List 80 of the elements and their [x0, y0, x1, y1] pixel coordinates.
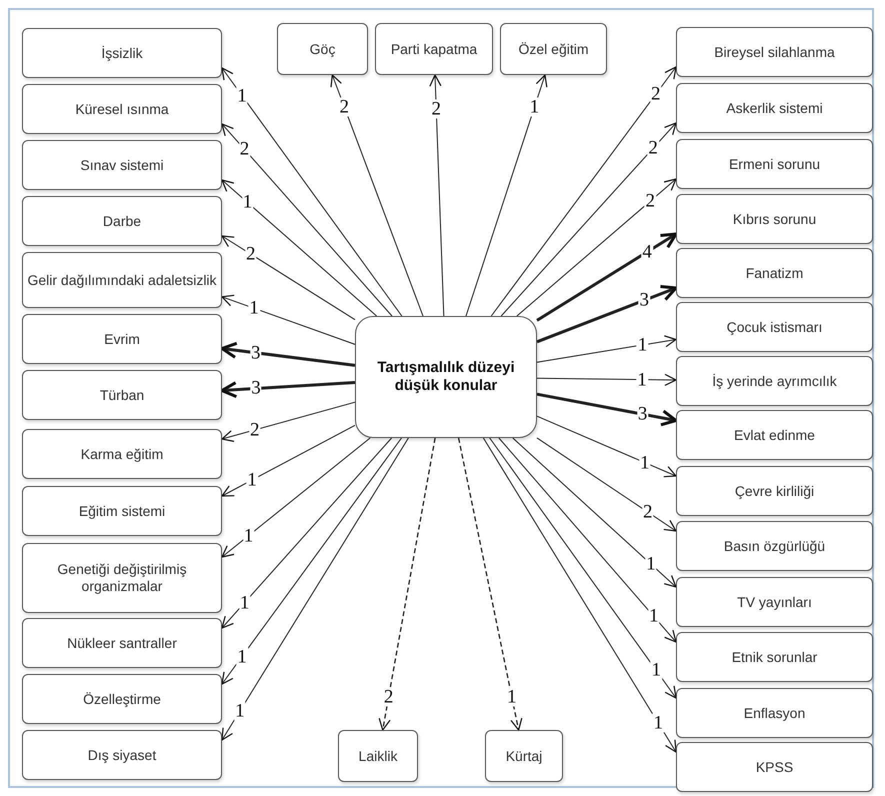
arrow [221, 438, 402, 685]
topic-box: Küresel ısınma [22, 84, 222, 134]
topic-box: Askerlik sistemi [676, 83, 873, 133]
edge-label: 1 [506, 687, 518, 706]
edge-label: 1 [234, 702, 246, 721]
topic-box: Laiklik [338, 730, 418, 782]
arrow [221, 123, 392, 316]
arrow [330, 74, 424, 316]
edge-label: 1 [650, 660, 662, 680]
topic-box: TV yayınları [676, 577, 873, 627]
arrow [221, 438, 392, 629]
edge-label: 2 [238, 140, 250, 159]
arrow [536, 392, 678, 426]
topic-box: Kıbrıs sorunu [676, 194, 873, 244]
central-topic-box: Tartışmalılık düzeyi düşük konular [355, 316, 537, 438]
topic-box: Genetiği değiştirilmiş organizmalar [22, 543, 222, 613]
arrow [221, 294, 356, 345]
topic-box: Evrim [22, 314, 222, 364]
edge-label: 2 [430, 99, 442, 118]
topic-box: Türban [22, 370, 222, 420]
topic-box: Evlat edinme [676, 410, 873, 460]
edge-label: 1 [528, 98, 540, 117]
arrow [221, 424, 356, 497]
edge-label: 2 [382, 687, 394, 706]
arrow [536, 374, 677, 386]
arrow [221, 402, 356, 442]
topic-box: Gelir dağılımındaki adaletsizlik [22, 252, 222, 308]
topic-box: İşsizlik [22, 28, 222, 78]
arrow [536, 416, 677, 478]
topic-box: Çevre kirliliği [676, 466, 873, 516]
edge-label: 1 [648, 606, 660, 626]
topic-box: Nükleer santraller [22, 618, 222, 668]
arrow [489, 438, 677, 699]
topic-box: Fanatizm [676, 248, 873, 298]
topic-box: Özelleştirme [22, 674, 222, 724]
arrow [512, 438, 677, 588]
topic-box: KPSS [676, 742, 873, 792]
edge-label: 2 [338, 97, 350, 116]
topic-box: Dış siyaset [22, 730, 222, 780]
arrow [482, 438, 677, 753]
arrow [221, 179, 378, 316]
topic-box: Sınav sistemi [22, 140, 222, 190]
edge-label: 1 [238, 593, 250, 612]
arrow [220, 381, 356, 398]
arrow [536, 232, 678, 322]
topic-box: Ermeni sorunu [676, 139, 873, 189]
arrow [221, 67, 402, 316]
topic-box: Parti kapatma [375, 23, 493, 75]
arrow [378, 438, 436, 731]
arrow [221, 438, 409, 741]
topic-box: Karma eğitim [22, 429, 222, 479]
arrow [466, 74, 548, 316]
arrow [458, 438, 522, 731]
topic-box: Basın özgürlüğü [676, 521, 873, 571]
topic-box: Darbe [22, 196, 222, 246]
edge-label: 1 [236, 647, 248, 666]
arrow [536, 437, 677, 532]
topic-box: Etnik sorunlar [676, 632, 873, 682]
edge-label: 2 [647, 138, 659, 158]
topic-box: Enflasyon [676, 688, 873, 738]
edge-label: 2 [650, 84, 662, 104]
edge-label: 1 [236, 86, 248, 106]
arrow [536, 285, 678, 344]
arrow [221, 438, 371, 558]
topic-box: Bireysel silahlanma [676, 27, 873, 77]
topic-box: Kürtaj [485, 730, 563, 782]
arrow [490, 66, 677, 316]
topic-box: Özel eğitim [500, 23, 607, 75]
topic-box: Çocuk istismarı [676, 302, 873, 352]
topic-box: Göç [277, 23, 368, 75]
arrow [498, 438, 677, 643]
edge-label: 1 [652, 714, 664, 733]
arrow [500, 122, 677, 316]
arrow [220, 342, 356, 367]
topic-box: İş yerinde ayrımcılık [676, 356, 873, 406]
arrow [429, 74, 444, 316]
arrow [516, 178, 677, 316]
arrow [221, 235, 356, 320]
arrow [536, 335, 677, 363]
topic-box: Eğitim sistemi [22, 486, 222, 536]
